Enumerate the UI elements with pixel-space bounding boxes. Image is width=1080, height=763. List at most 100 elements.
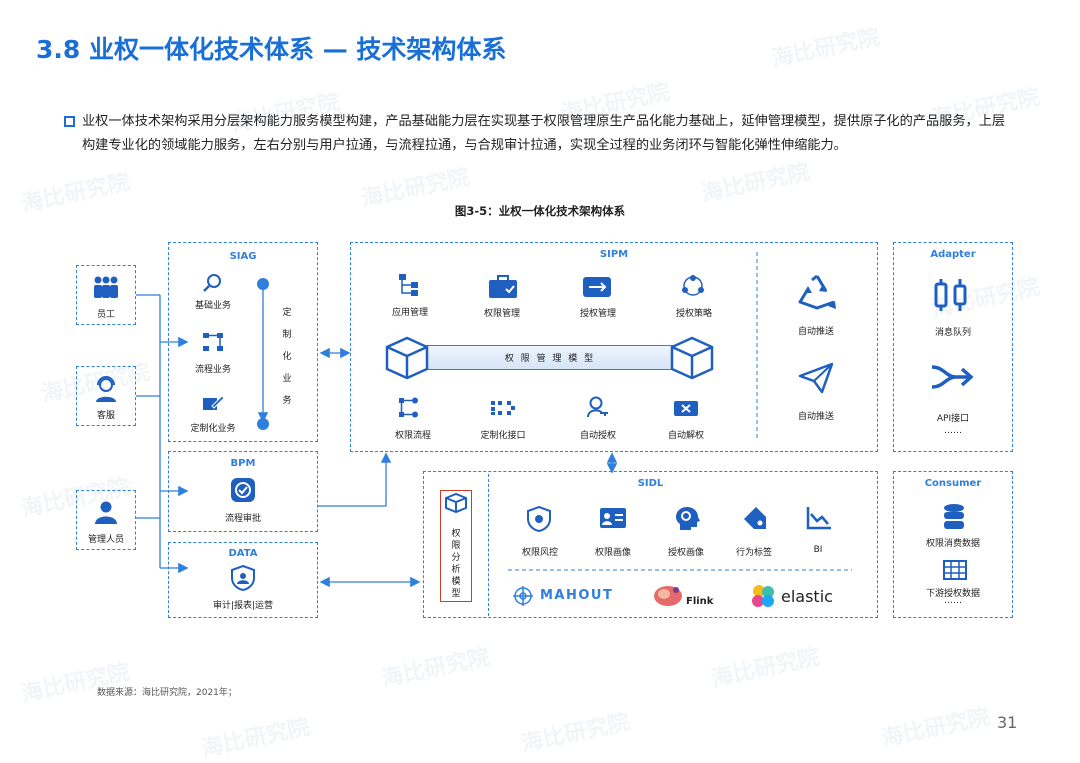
analysis-model-char: 权 [451, 529, 461, 539]
card-icon [583, 277, 611, 297]
bpm-panel [168, 451, 318, 532]
siag-vertical-char: 定 [282, 308, 292, 318]
adapter-panel [893, 242, 1013, 452]
bullet-square-icon [64, 116, 75, 127]
sidl-grant-profile-label: 授权画像 [667, 548, 704, 558]
user-key-icon [587, 396, 608, 418]
adapter-api-label: API接口 [936, 414, 970, 424]
analysis-model-char: 限 [451, 541, 461, 551]
adapter-header: Adapter [930, 249, 976, 260]
consumer-header: Consumer [924, 478, 982, 489]
sipm-auto-push-label: 自动推送 [797, 412, 834, 422]
search-icon [203, 274, 221, 292]
merge-arrow-icon [931, 365, 974, 389]
siag-panel [168, 242, 318, 442]
api-dots-icon [491, 401, 515, 415]
siag-header: SIAG [229, 251, 257, 262]
bpm-header: BPM [230, 458, 256, 469]
flow-nodes-icon [203, 333, 223, 351]
sipm-auto-grant-label: 自动授权 [579, 431, 616, 441]
sidl-profile-label: 权限画像 [594, 548, 631, 558]
analysis-model-char: 析 [451, 565, 461, 575]
sidl-tags-label: 行为标签 [735, 548, 772, 558]
sipm-grant-mgmt-label: 授权管理 [579, 309, 616, 319]
siag-basic-label: 基础业务 [194, 301, 231, 311]
eye-shield-icon [527, 506, 551, 532]
sipm-auto-push-label: 自动推送 [797, 327, 834, 337]
sidl-divider [488, 474, 489, 616]
sipm-app-mgmt-label: 应用管理 [391, 308, 428, 318]
analysis-model-char: 模 [451, 577, 461, 587]
sidl-header: SIDL [637, 478, 664, 489]
elastic-logo-text: elastic [781, 587, 833, 606]
line-chart-icon [806, 507, 831, 530]
mahout-logo-text: MAHOUT [540, 588, 614, 603]
figure-title: 图3-5：业权一体化技术架构体系 [454, 204, 626, 218]
user-employee-label: 员工 [96, 310, 115, 320]
cube-right-icon [670, 336, 714, 380]
siag-vertical-char: 务 [282, 396, 292, 406]
recycle-icon [798, 274, 836, 310]
analysis-model-char: 型 [451, 589, 461, 599]
check-badge-icon [231, 478, 255, 502]
flow-steps-icon [399, 397, 418, 418]
siag-vertical-char: 业 [282, 374, 292, 384]
cube-left-icon [385, 336, 429, 380]
id-card-icon [600, 508, 626, 528]
siag-vertical-char: 化 [282, 352, 292, 362]
mahout-logo-icon [513, 586, 533, 606]
sidl-risk-label: 权限风控 [521, 548, 558, 558]
user-employee-box [76, 265, 136, 325]
customer-service-icon [96, 376, 116, 402]
data-audit-label: 审计|报表|运营 [212, 601, 274, 611]
consumer-panel [893, 471, 1013, 618]
consumer-consume-label: 权限消费数据 [925, 539, 980, 549]
sipm-auto-revoke-label: 自动解权 [667, 431, 704, 441]
user-service-box [76, 366, 136, 426]
employee-group-icon [94, 276, 118, 298]
sipm-panel [350, 242, 878, 452]
sidl-bi-label: BI [813, 545, 823, 555]
user-admin-box [76, 490, 136, 550]
close-box-icon [674, 401, 698, 416]
edit-icon [203, 395, 224, 410]
siag-custom-label: 定制化业务 [190, 424, 236, 434]
user-admin-label: 管理人员 [87, 535, 124, 545]
elastic-logo-icon [752, 585, 774, 607]
intro-paragraph: 业权一体技术架构采用分层架构能力服务模型构建，产品基础能力层在实现基于权限管理原… [82, 114, 1006, 153]
app-tree-icon [399, 274, 418, 296]
bpm-approve-label: 流程审批 [224, 514, 261, 524]
network-nodes-icon [682, 275, 704, 296]
sipm-header: SIPM [599, 249, 629, 260]
analysis-model-char: 分 [451, 553, 461, 563]
paper-plane-icon [798, 362, 834, 394]
flink-logo-text: Flink [686, 596, 714, 607]
database-icon [944, 504, 964, 529]
sipm-perm-mgmt-label: 权限管理 [483, 309, 520, 319]
tag-icon [744, 507, 766, 529]
page-title: 3.8 业权一体化技术体系 — 技术架构体系 [36, 35, 507, 64]
message-queue-icon [934, 279, 967, 311]
data-source-note: 数据来源：海比研究院，2021年； [97, 688, 237, 698]
sipm-perm-flow-label: 权限流程 [394, 431, 431, 441]
sipm-grant-policy-label: 授权策略 [675, 309, 712, 319]
flink-squirrel-icon [654, 586, 682, 606]
adapter-more-label: …… [944, 426, 962, 436]
admin-user-icon [95, 501, 117, 524]
table-grid-icon [943, 560, 967, 580]
head-gear-icon [676, 507, 700, 530]
cube-small-icon [445, 492, 467, 514]
permission-model-label: 权 限 管 理 模 型 [504, 354, 596, 364]
consumer-downstream-label: 下游授权数据 [925, 589, 980, 599]
consumer-more-label: …… [944, 596, 962, 606]
briefcase-check-icon [489, 275, 517, 298]
shield-user-icon [231, 565, 255, 591]
analysis-model-box [440, 490, 472, 602]
sidl-panel [423, 471, 878, 618]
data-header: DATA [228, 548, 258, 559]
permission-model-bar [404, 345, 690, 370]
page-number: 31 [997, 713, 1018, 732]
siag-vertical-char: 制 [282, 330, 292, 340]
data-panel [168, 542, 318, 618]
